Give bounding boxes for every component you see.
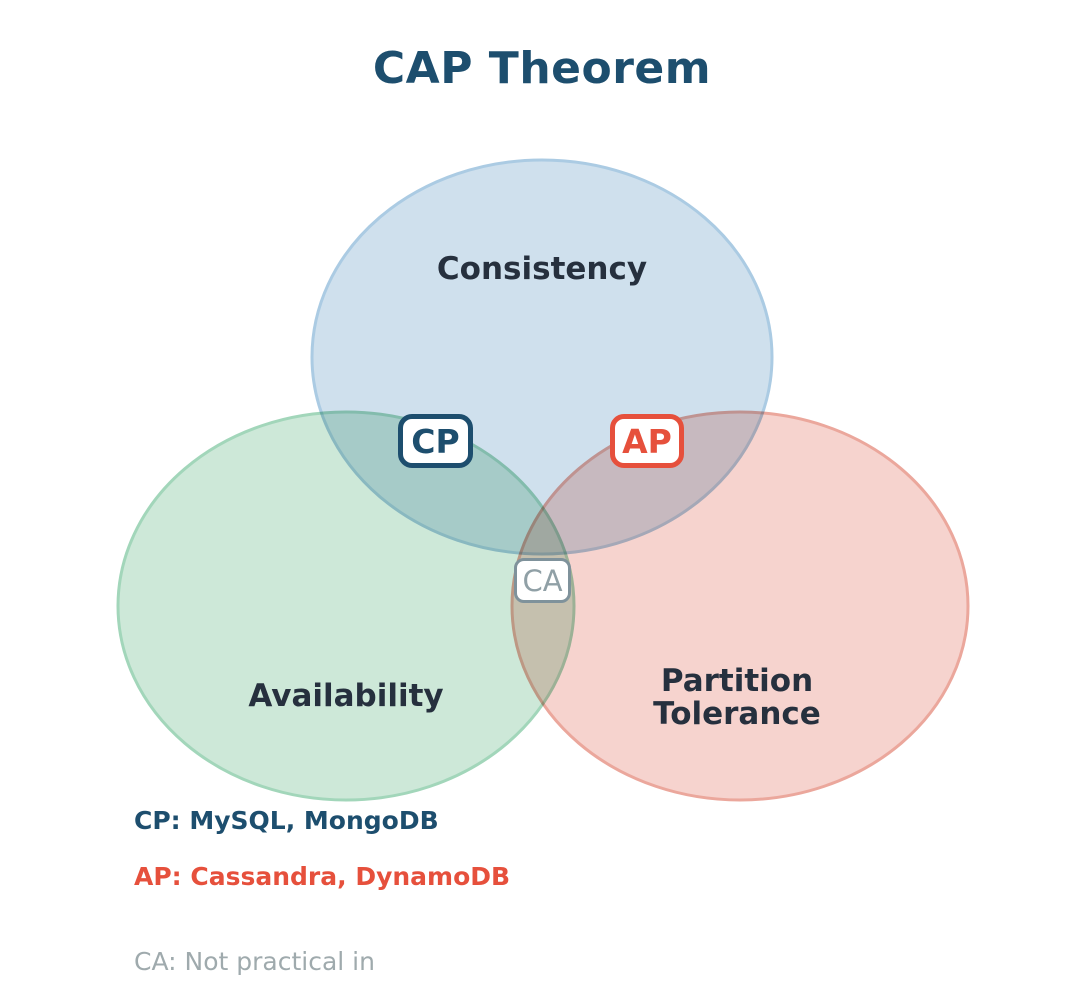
ca-badge: CA (514, 558, 571, 603)
consistency-label: Consistency (436, 251, 648, 287)
legend-ap: AP: Cassandra, DynamoDB (134, 862, 511, 891)
ap-badge-label: AP (622, 421, 672, 461)
ap-badge: AP (610, 414, 684, 468)
legend-ca-line1: CA: Not practical in (134, 947, 375, 976)
partition-tolerance-label: Partition Tolerance (653, 663, 821, 732)
page-title: CAP Theorem (372, 43, 712, 94)
partition-tolerance-circle (510, 410, 970, 802)
availability-label: Availability (248, 678, 444, 714)
ca-badge-label: CA (522, 563, 563, 598)
cp-badge-label: CP (411, 421, 460, 461)
legend-ca: CA: Not practical in distributed systems (134, 889, 425, 1008)
legend-cp: CP: MySQL, MongoDB (134, 806, 439, 835)
cp-badge: CP (398, 414, 473, 468)
availability-circle (116, 410, 576, 802)
